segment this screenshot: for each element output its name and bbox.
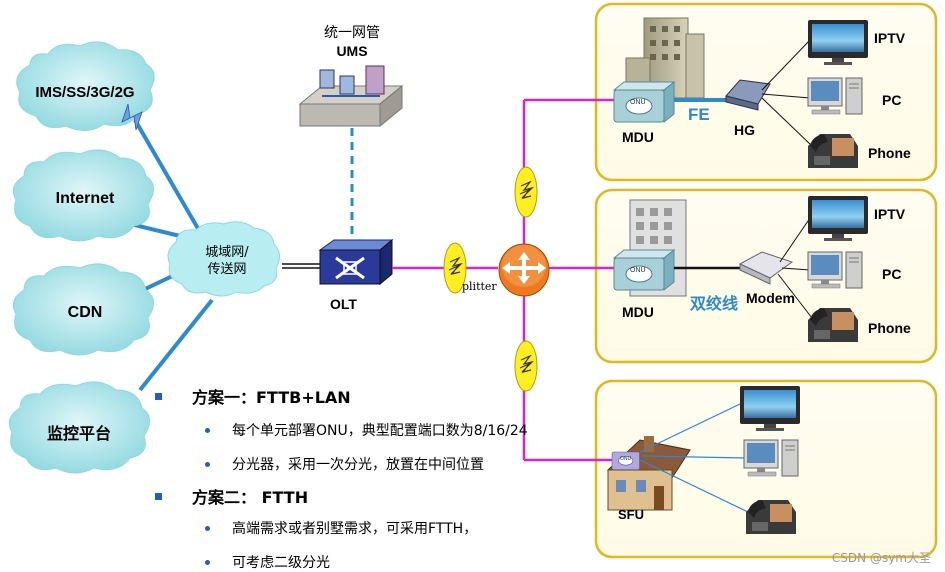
mid-pc-label: PC xyxy=(882,266,902,282)
splitter-label: plitter xyxy=(462,280,497,293)
scheme-2-title: 方案二： FTTH xyxy=(155,484,308,508)
bottom-phone-icon xyxy=(746,500,796,534)
splitter-icon xyxy=(498,243,550,297)
olt-label: OLT xyxy=(330,296,357,312)
hg-label: HG xyxy=(734,122,755,138)
bottom-onu-icon xyxy=(611,451,640,470)
cloud-internet xyxy=(12,149,154,242)
top-phone-icon xyxy=(808,134,858,168)
bullet-square-icon xyxy=(155,392,162,400)
scheme-2-title-text: 方案二： FTTH xyxy=(192,488,309,507)
bullet-dot-icon xyxy=(205,525,210,531)
scheme-2-item-2-text: 可考虑二级分光 xyxy=(232,555,330,571)
cloud-monitor-label: 监控平台 xyxy=(46,424,111,443)
modem-icon xyxy=(738,251,794,285)
cloud-cdn xyxy=(12,263,154,356)
cloud-metro xyxy=(167,221,280,297)
mid-onu-label: ONU xyxy=(630,267,646,274)
scheme-1-item: 每个单元部署ONU，典型配置端口数为8/16/24 xyxy=(205,420,528,440)
bullet-dot-icon xyxy=(205,559,210,565)
scheme-1-title: 方案一：FTTB+LAN xyxy=(155,384,351,408)
cloud-ims-label: IMS/SS/3G/2G xyxy=(35,84,135,101)
mid-mdu-label: MDU xyxy=(622,304,654,320)
metro-line1: 城域网/ xyxy=(205,245,249,260)
cloud-ims xyxy=(16,41,155,131)
cloud-internet-label: Internet xyxy=(55,190,115,207)
olt-icon xyxy=(318,238,394,286)
top-pc-label: PC xyxy=(882,92,902,108)
twisted-pair-label: 双绞线 xyxy=(690,294,739,313)
scheme-1-item-1-text: 每个单元部署ONU，典型配置端口数为8/16/24 xyxy=(232,423,528,439)
fiber-marker-icon xyxy=(514,340,538,392)
scheme-1-title-text: 方案一：FTTB+LAN xyxy=(192,388,351,407)
mid-phone-label: Phone xyxy=(868,320,911,336)
scheme-2-item-1-text: 高端需求或者别墅需求，可采用FTTH， xyxy=(232,521,478,537)
cloud-cdn-label: CDN xyxy=(67,304,103,321)
mid-device-links xyxy=(777,217,813,319)
metro-label: 城域网/ 传送网 xyxy=(190,244,264,278)
ums-line1: 统一网管 xyxy=(324,25,380,41)
top-device-links xyxy=(761,39,813,147)
ums-line2: UMS xyxy=(336,43,368,59)
watermark: CSDN @sym大圣 xyxy=(831,551,931,565)
ums-label: 统一网管 UMS xyxy=(312,24,392,60)
bottom-villa-box xyxy=(594,379,938,559)
fe-label: FE xyxy=(688,105,710,124)
sfu-label: SFU xyxy=(618,507,644,522)
mid-iptv-label: IPTV xyxy=(874,206,906,222)
mid-phone-icon xyxy=(808,308,858,342)
scheme-2-item: 可考虑二级分光 xyxy=(205,552,330,572)
modem-label: Modem xyxy=(746,290,795,306)
scheme-1-item-2-text: 分光器，采用一次分光，放置在中间位置 xyxy=(232,457,484,473)
bullet-dot-icon xyxy=(205,427,210,433)
cloud-monitor-platform xyxy=(8,381,150,474)
metro-line2: 传送网 xyxy=(207,262,247,277)
top-iptv-label: IPTV xyxy=(874,30,906,46)
top-onu-label: ONU xyxy=(630,99,646,106)
top-phone-label: Phone xyxy=(868,145,911,161)
bottom-onu-label: ONU xyxy=(620,456,632,462)
metro-olt-link xyxy=(282,263,320,269)
bottom-device-links xyxy=(639,403,749,513)
top-mdu-label: MDU xyxy=(622,129,654,145)
hg-icon xyxy=(725,79,771,111)
scheme-1-item: 分光器，采用一次分光，放置在中间位置 xyxy=(205,454,484,474)
fiber-marker-icon xyxy=(514,166,538,218)
bullet-square-icon xyxy=(155,492,162,500)
ums-icon xyxy=(298,65,404,128)
bullet-dot-icon xyxy=(205,461,210,467)
scheme-2-item: 高端需求或者别墅需求，可采用FTTH， xyxy=(205,518,477,538)
